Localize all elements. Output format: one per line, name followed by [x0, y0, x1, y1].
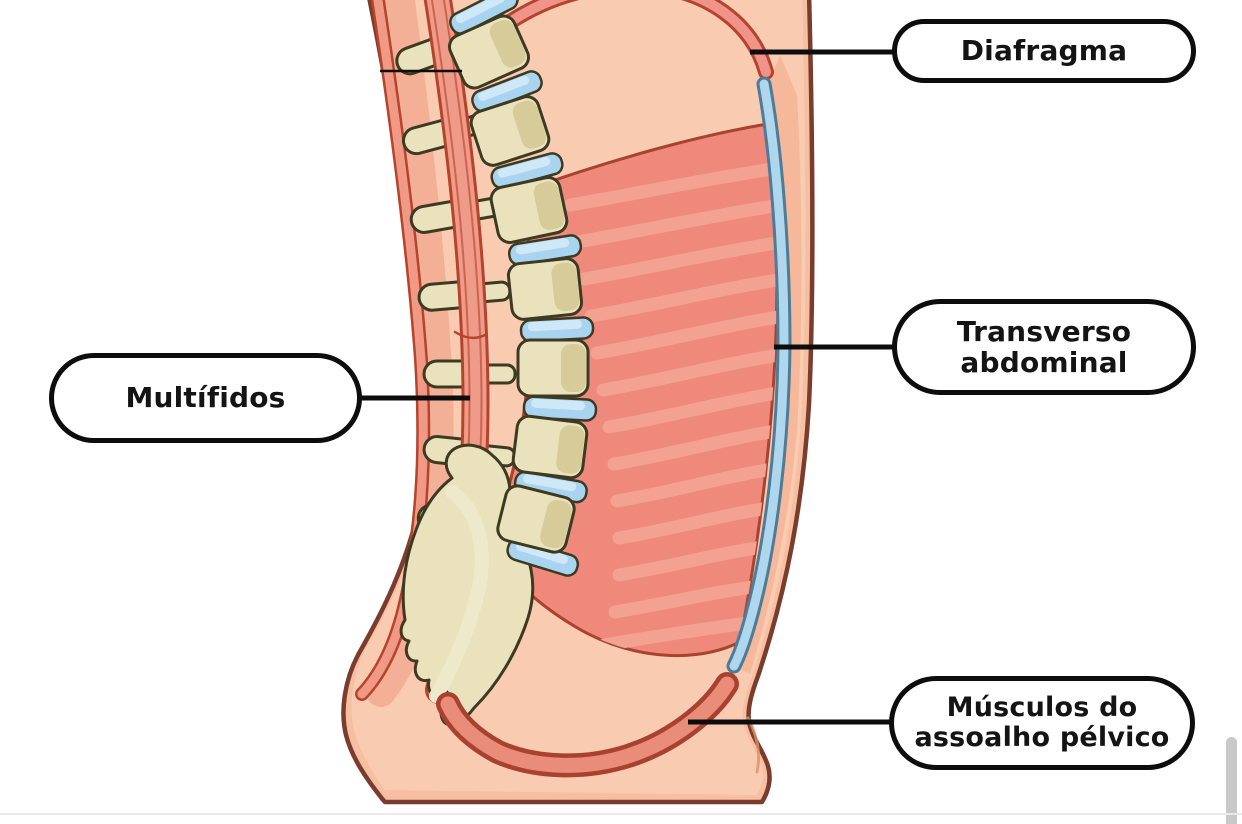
label-text-transverse-abdominal: Transverso abdominal	[956, 314, 1132, 379]
bottom-divider-line	[0, 813, 1242, 815]
vertebra	[447, 14, 531, 90]
vertebra	[489, 176, 569, 244]
label-pill-multifidus: Multífidos	[49, 353, 362, 443]
vertical-scrollbar-thumb[interactable]	[1226, 737, 1237, 824]
vertebra	[516, 338, 590, 398]
callout-lines	[356, 49, 900, 725]
vertebra	[496, 484, 576, 554]
vertebra	[506, 257, 584, 321]
label-pill-diaphragm: Diafragma	[892, 19, 1196, 83]
label-pill-pelvic-floor: Músculos do assoalho pélvico	[889, 676, 1195, 770]
spine-discs	[449, 0, 598, 577]
diaphragm-arc	[499, 0, 774, 80]
label-text-multifidus: Multífidos	[125, 381, 286, 415]
erector-spinae-strip	[355, 0, 431, 701]
label-text-diaphragm: Diafragma	[960, 34, 1128, 68]
fascia-line	[726, 76, 792, 674]
label-pill-transverse-abdominal: Transverso abdominal	[892, 299, 1196, 395]
vertebra	[511, 414, 589, 480]
label-text-pelvic-floor: Músculos do assoalho pélvico	[914, 691, 1170, 753]
vertebra	[469, 95, 551, 167]
vertebral-bodies	[447, 14, 590, 554]
